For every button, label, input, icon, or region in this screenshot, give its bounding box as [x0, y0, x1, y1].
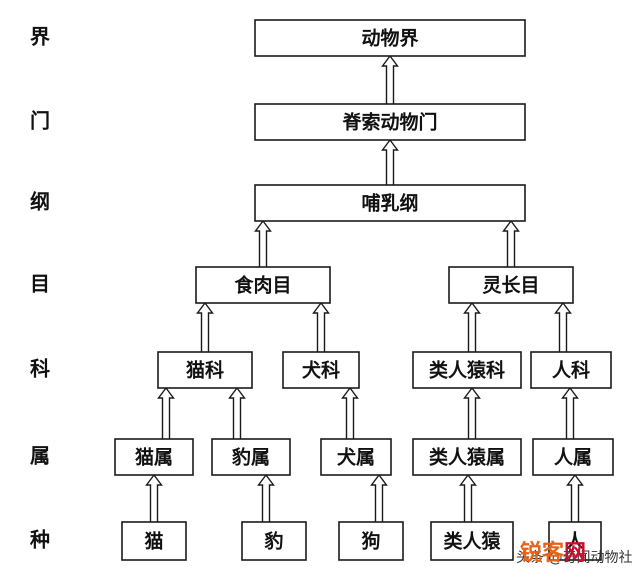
node-box: [121, 521, 187, 561]
node-label: 类人猿科: [429, 359, 505, 382]
node-label: 猫属: [135, 446, 173, 469]
node-label: 犬属: [337, 446, 375, 469]
node-label: 猫: [144, 530, 163, 553]
node-family-hominidae: 人科: [530, 351, 612, 389]
node-box: [254, 103, 526, 141]
node-genus-dog: 犬属: [320, 438, 392, 476]
arrow-genus-ape-to-family-pongidae: [463, 386, 481, 439]
rank-label: 属: [30, 444, 50, 468]
node-label: 人科: [552, 359, 590, 382]
node-species-leopard: 豹: [241, 521, 307, 561]
node-box: [530, 351, 612, 389]
arrow-order-primates-to-class: [502, 219, 520, 267]
node-label: 类人猿: [443, 530, 501, 553]
node-phylum: 脊索动物门: [254, 103, 526, 141]
arrow-species-ape-to-genus-ape: [459, 473, 477, 522]
watermark: 头条 @奇闻动物社 锐客 网: [516, 540, 632, 566]
arrow-species-leopard-to-genus-leopard: [257, 473, 275, 522]
rank-label: 目: [30, 272, 50, 296]
arrow-species-dog-to-genus-dog: [370, 473, 388, 522]
node-box: [532, 438, 614, 476]
node-genus-human: 人属: [532, 438, 614, 476]
node-box: [412, 351, 522, 389]
node-species-dog: 狗: [338, 521, 404, 561]
node-label: 脊索动物门: [341, 111, 437, 134]
node-label: 豹: [263, 530, 283, 553]
node-label: 人属: [554, 447, 592, 469]
node-genus-ape: 类人猿属: [412, 438, 522, 476]
node-kingdom: 动物界: [254, 19, 526, 57]
node-box: [241, 521, 307, 561]
node-box: [412, 438, 522, 476]
node-box: [338, 521, 404, 561]
node-label: 狗: [361, 530, 380, 553]
watermark-text: 头条 @奇闻动物社: [516, 549, 632, 566]
node-class: 哺乳纲: [254, 184, 526, 222]
node-box: [195, 266, 331, 304]
arrow-family-hominidae-to-order-primates: [554, 301, 572, 352]
rank-label: 科: [30, 357, 50, 381]
arrow-class-to-phylum: [381, 138, 399, 185]
arrow-family-pongidae-to-order-primates: [463, 301, 481, 352]
arrow-family-felidae-to-order-carnivora: [196, 301, 214, 352]
node-box: [114, 438, 194, 476]
node-box: [448, 266, 574, 304]
node-label: 人: [565, 531, 585, 553]
node-label: 犬科: [302, 359, 340, 382]
arrow-genus-human-to-family-hominidae: [561, 386, 579, 439]
rank-label: 纲: [30, 190, 50, 214]
node-box: [254, 19, 526, 57]
node-genus-cat: 猫属: [114, 438, 194, 476]
node-species-human: 人: [548, 521, 602, 561]
arrow-species-cat-to-genus-cat: [145, 473, 163, 522]
arrow-genus-cat-to-family-felidae: [157, 386, 175, 439]
node-label: 猫科: [186, 359, 224, 382]
node-box: [430, 521, 514, 561]
node-box: [211, 438, 291, 476]
node-box: [548, 521, 602, 561]
arrow-family-canidae-to-order-carnivora: [312, 301, 330, 352]
node-species-cat: 猫: [121, 521, 187, 561]
node-family-felidae: 猫科: [157, 351, 253, 389]
watermark-logo-part-1: 锐客: [520, 540, 565, 566]
node-label: 哺乳纲: [361, 192, 418, 215]
node-label: 灵长目: [482, 275, 539, 297]
rank-label: 门: [30, 109, 50, 133]
node-order-primates: 灵长目: [448, 266, 574, 304]
watermark-logo-part-2: 网: [564, 541, 586, 566]
node-box: [320, 438, 392, 476]
node-label: 动物界: [361, 27, 418, 50]
node-family-pongidae: 类人猿科: [412, 351, 522, 389]
node-box: [157, 351, 253, 389]
node-species-ape: 类人猿: [430, 521, 514, 561]
arrow-genus-leopard-to-family-felidae: [228, 386, 246, 439]
node-box: [254, 184, 526, 222]
node-label: 豹属: [231, 446, 270, 469]
node-family-canidae: 犬科: [282, 351, 360, 389]
arrow-order-carnivora-to-class: [254, 219, 272, 267]
node-order-carnivora: 食肉目: [195, 266, 331, 304]
rank-label: 界: [30, 25, 50, 49]
node-box: [282, 351, 360, 389]
arrow-phylum-to-kingdom: [381, 54, 399, 104]
node-label: 类人猿属: [429, 446, 505, 469]
node-label: 食肉目: [234, 274, 291, 297]
node-genus-leopard: 豹属: [211, 438, 291, 476]
arrow-species-human-to-genus-human: [566, 473, 584, 522]
rank-label: 种: [29, 528, 50, 552]
arrow-genus-dog-to-family-canidae: [341, 386, 359, 439]
